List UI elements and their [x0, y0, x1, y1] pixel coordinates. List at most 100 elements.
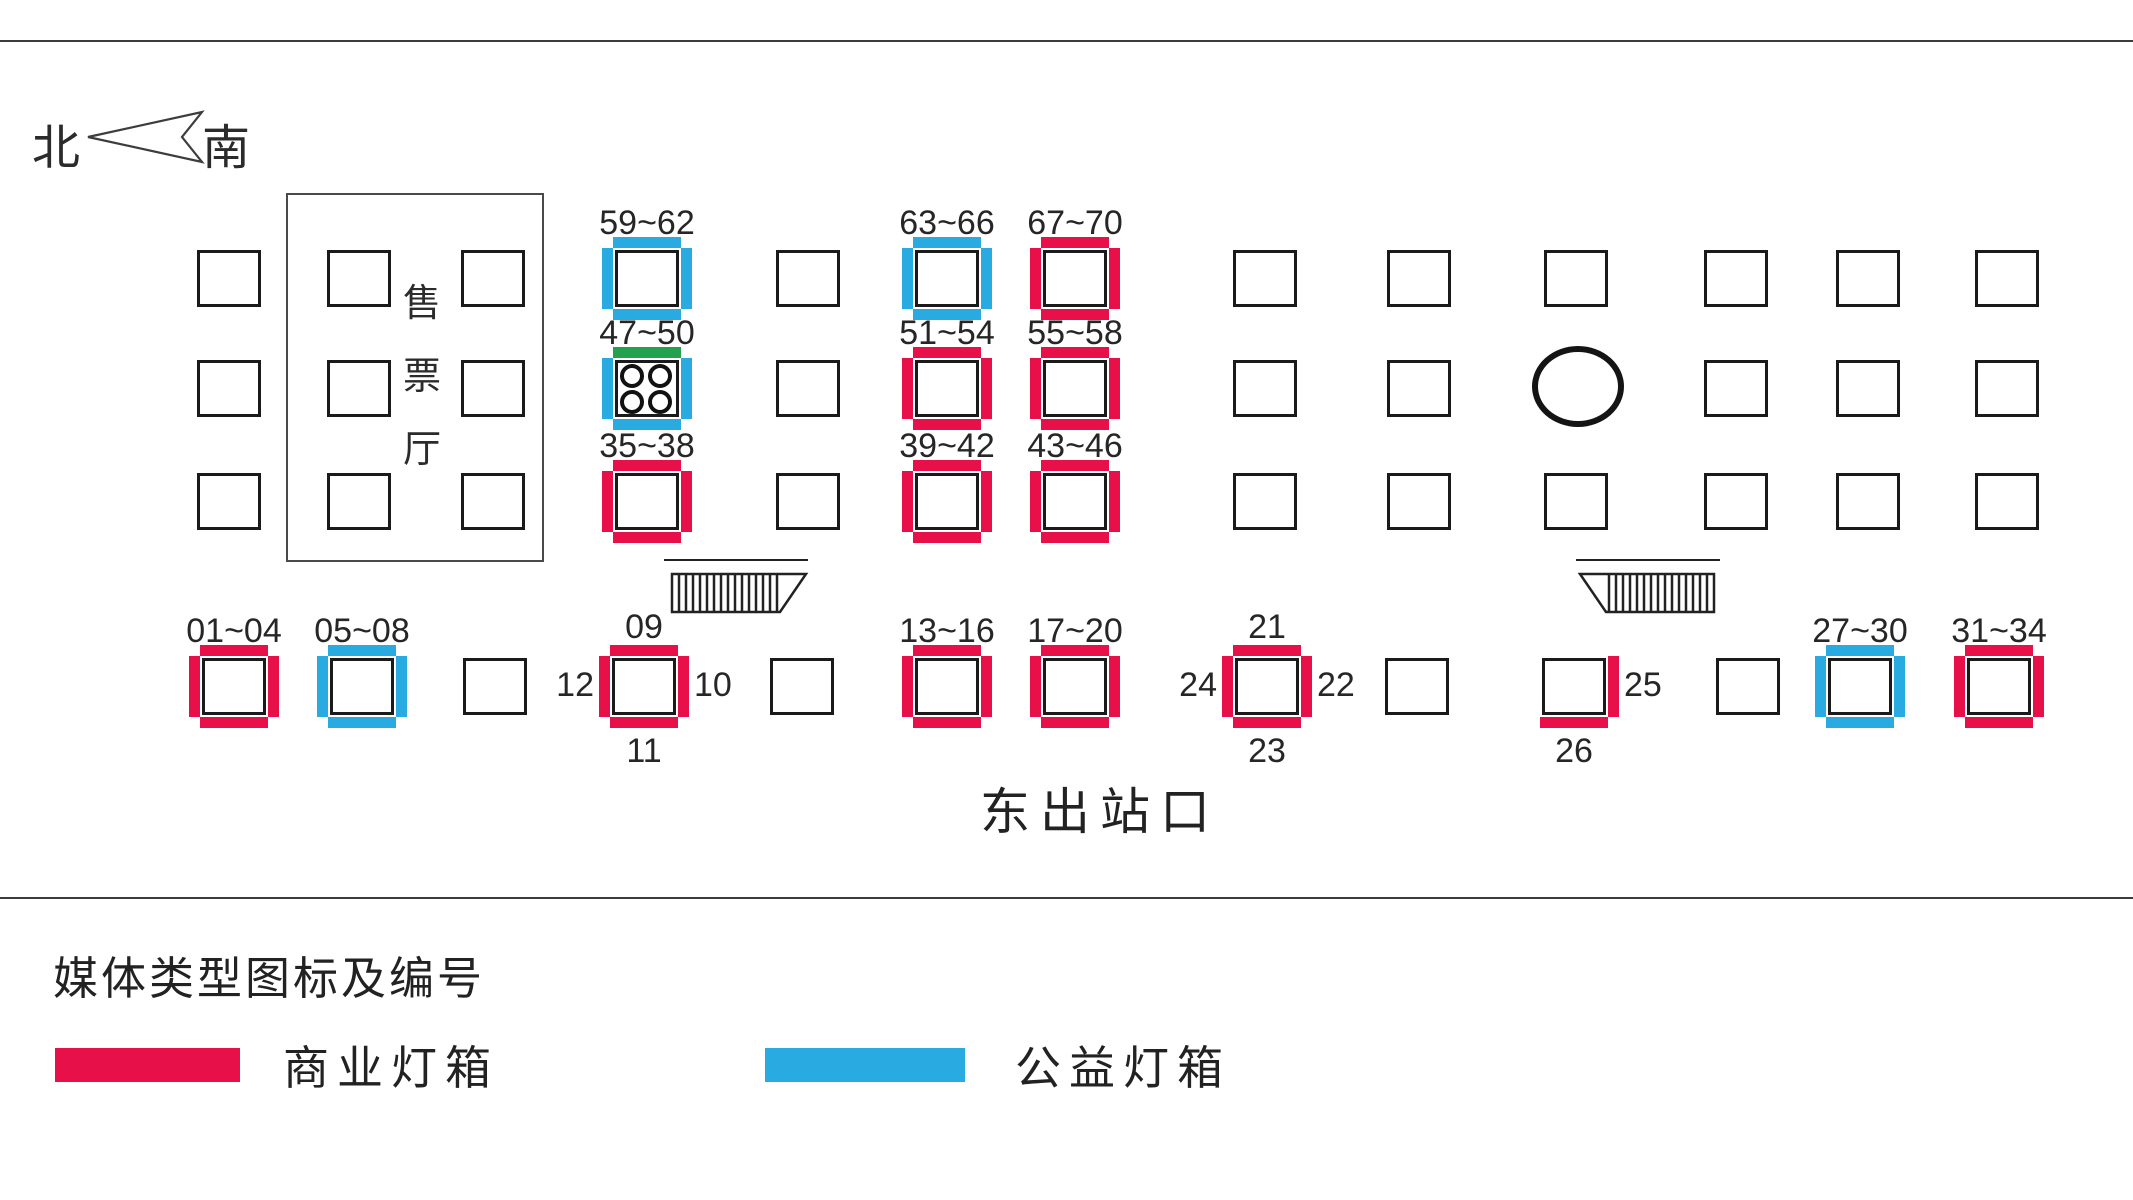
lightbox-bar-left [1030, 471, 1041, 532]
column-circle-icon [648, 390, 672, 414]
lightbox-pillar-square [915, 360, 979, 417]
lightbox-bar-left [602, 358, 613, 419]
compass: 北 南 [30, 100, 260, 175]
pillar-square [776, 473, 840, 530]
lightbox-bar-top [1041, 460, 1109, 471]
pillar-range-label: 39~42 [899, 427, 995, 465]
pillar-square [1387, 250, 1451, 307]
lightbox-bar-top [913, 237, 981, 248]
compass-north-label: 北 [32, 122, 81, 175]
lightbox-bar-bottom [913, 419, 981, 430]
lightbox-bar-left [317, 656, 328, 717]
lightbox-bar-left [1030, 358, 1041, 419]
lightbox-bar-bottom [1041, 717, 1109, 728]
lightbox-bar-bottom [613, 532, 681, 543]
lightbox-bar-top [200, 645, 268, 656]
lightbox-bar-left [599, 656, 610, 717]
ticket-hall-label: 售票厅 [396, 268, 448, 487]
pillar-square [197, 250, 261, 307]
lightbox-bar-top [328, 645, 396, 656]
lightbox-bar-top [913, 460, 981, 471]
lightbox-bar-right [681, 248, 692, 309]
lightbox-bar-bottom [1041, 419, 1109, 430]
lightbox-bar-left [1222, 656, 1233, 717]
pillar-square [1836, 360, 1900, 417]
pillar-square [327, 360, 391, 417]
lightbox-bar-top [1233, 645, 1301, 656]
pillar-number-label-top: 09 [625, 608, 663, 646]
round-column [1532, 346, 1624, 427]
pillar-square [461, 473, 525, 530]
pillar-number-label-bottom: 23 [1248, 732, 1286, 770]
lightbox-bar-top [913, 347, 981, 358]
lightbox-bar-left [902, 248, 913, 309]
pillar-square [1704, 473, 1768, 530]
compass-south-label: 南 [202, 122, 251, 175]
lightbox-bar-left [902, 358, 913, 419]
pillar-range-label: 05~08 [314, 612, 410, 650]
pillar-range-label: 17~20 [1027, 612, 1123, 650]
lightbox-bar-right [681, 471, 692, 532]
legend-swatch-commercial [55, 1048, 240, 1082]
lightbox-pillar-square [915, 473, 979, 530]
pillar-range-label: 59~62 [599, 204, 695, 242]
pillar-square [1233, 250, 1297, 307]
lightbox-bar-bottom [913, 309, 981, 320]
lightbox-pillar-square [1828, 658, 1892, 715]
legend-label-public: 公益灯箱 [1015, 1042, 1231, 1094]
staircase-left-icon [664, 559, 809, 614]
pillar-square [461, 360, 525, 417]
pillar-number-label-right: 10 [694, 665, 732, 704]
lightbox-bar-right [681, 358, 692, 419]
pillar-square [770, 658, 834, 715]
lightbox-pillar-square [915, 658, 979, 715]
pillar-number-label-left: 12 [556, 665, 594, 704]
column-circle-icon [620, 364, 644, 388]
lightbox-bar-right [981, 358, 992, 419]
lightbox-bar-left [902, 471, 913, 532]
lightbox-bar-right [981, 248, 992, 309]
pillar-square [1387, 360, 1451, 417]
lightbox-bar-top [613, 237, 681, 248]
lightbox-bar-left [1815, 656, 1826, 717]
pillar-square [1387, 473, 1451, 530]
lightbox-bar-left [902, 656, 913, 717]
lightbox-bar-left [189, 656, 200, 717]
lightbox-bar-right [1301, 656, 1312, 717]
lightbox-bar-bottom [1826, 717, 1894, 728]
lightbox-bar-bottom [1540, 717, 1608, 728]
legend-label-commercial: 商业灯箱 [283, 1042, 499, 1094]
lightbox-bar-left [1030, 248, 1041, 309]
pillar-square [327, 473, 391, 530]
lightbox-bar-right [981, 656, 992, 717]
pillar-square [1836, 250, 1900, 307]
pillar-range-label: 43~46 [1027, 427, 1123, 465]
lightbox-bar-right [1109, 471, 1120, 532]
lightbox-bar-right [1894, 656, 1905, 717]
pillar-range-label: 63~66 [899, 204, 995, 242]
lightbox-bar-right [396, 656, 407, 717]
lightbox-bar-top [913, 645, 981, 656]
pillar-square [463, 658, 527, 715]
lightbox-bar-top [1041, 645, 1109, 656]
lightbox-bar-bottom [1041, 309, 1109, 320]
lightbox-bar-bottom [613, 309, 681, 320]
pillar-square [1704, 250, 1768, 307]
lightbox-bar-top [1041, 237, 1109, 248]
pillar-square [1975, 360, 2039, 417]
lightbox-bar-right [2033, 656, 2044, 717]
pillar-number-label-right: 22 [1317, 665, 1355, 704]
lightbox-bar-left [602, 471, 613, 532]
plan-top-border [0, 40, 2133, 42]
lightbox-bar-top [1965, 645, 2033, 656]
pillar-range-label: 35~38 [599, 427, 695, 465]
lightbox-bar-top [613, 460, 681, 471]
lightbox-bar-top [1826, 645, 1894, 656]
ticket-hall-outline [286, 193, 544, 562]
pillar-square [197, 473, 261, 530]
lightbox-bar-bottom [1965, 717, 2033, 728]
pillar-range-label: 31~34 [1951, 612, 2047, 650]
pillar-square [461, 250, 525, 307]
lightbox-pillar-square [202, 658, 266, 715]
